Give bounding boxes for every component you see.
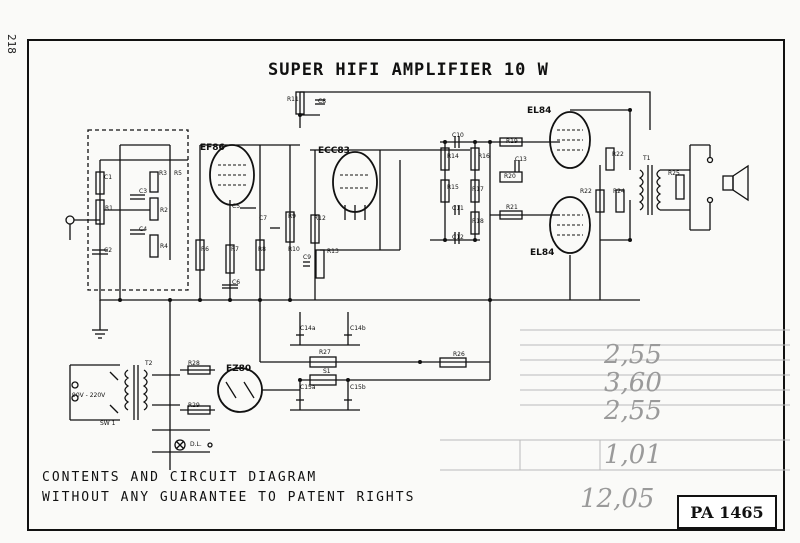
label-r17: R17 — [472, 186, 484, 193]
label-r24: R24 — [613, 188, 625, 195]
label-t2: T2 — [145, 360, 153, 367]
label-r25: R25 — [668, 170, 680, 177]
label-c11: C11 — [452, 205, 464, 212]
el84-bottom-envelope — [549, 196, 591, 254]
label-r1: R1 — [105, 205, 113, 212]
label-r16: R16 — [478, 153, 490, 160]
label-r3: R3 — [159, 170, 167, 177]
handwritten-note-1: 2,55 — [604, 340, 662, 370]
diagram-frame — [27, 39, 785, 531]
label-c13: C13 — [515, 156, 527, 163]
label-c2: C2 — [104, 247, 113, 254]
label-r22-lower: R22 — [580, 188, 592, 195]
handwritten-note-5: 12,05 — [580, 484, 655, 514]
label-c1: C1 — [104, 174, 113, 181]
label-c14a: C14a — [300, 325, 316, 332]
b-plus-rail — [300, 91, 651, 130]
label-r4: R4 — [160, 243, 168, 250]
tube-label-ecc83: ECC83 — [318, 146, 350, 156]
label-r7: R7 — [231, 246, 239, 253]
label-c9: C9 — [303, 254, 312, 261]
footer-line-1: CONTENTS AND CIRCUIT DIAGRAM — [42, 470, 318, 485]
label-t1: T1 — [643, 155, 651, 162]
label-dl: D.L. — [190, 441, 202, 448]
handwritten-note-3: 2,55 — [604, 396, 662, 426]
catalog-number-box: PA 1465 — [677, 495, 777, 529]
input-shield-box — [87, 129, 189, 291]
tube-label-ez80: EZ80 — [226, 364, 252, 374]
label-c10: C10 — [452, 132, 464, 139]
label-r15: R15 — [447, 184, 459, 191]
ground-rail — [99, 160, 640, 301]
label-c15b: C15b — [350, 384, 366, 391]
label-mains: 90V - 220V — [72, 392, 106, 399]
footer-line-2: WITHOUT ANY GUARANTEE TO PATENT RIGHTS — [42, 490, 416, 505]
label-c7: C7 — [259, 215, 268, 222]
label-r9: R9 — [288, 213, 296, 220]
label-s1: S1 — [323, 368, 331, 375]
label-r2: R2 — [160, 207, 168, 214]
ecc83-envelope — [332, 151, 378, 213]
label-r28: R28 — [188, 360, 200, 367]
label-c5: C5 — [232, 203, 241, 210]
tube-label-el84-top: EL84 — [527, 106, 552, 116]
label-r14: R14 — [447, 153, 459, 160]
label-c8: C8 — [318, 98, 327, 105]
tube-label-el84-bottom: EL84 — [530, 248, 555, 258]
label-r6: R6 — [201, 246, 209, 253]
label-c3: C3 — [139, 188, 148, 195]
ez80-envelope — [217, 367, 263, 413]
label-r13: R13 — [327, 248, 339, 255]
bleed-through-table — [440, 329, 790, 471]
tube-label-ef86: EF86 — [200, 143, 225, 153]
ef86-envelope — [209, 144, 255, 206]
handwritten-note-4: 1,01 — [604, 440, 662, 470]
label-r5: R5 — [174, 170, 182, 177]
label-r27: R27 — [319, 349, 331, 356]
label-r29: R29 — [188, 402, 200, 409]
label-c6: C6 — [232, 279, 241, 286]
label-r10: R10 — [288, 246, 300, 253]
label-c14b: C14b — [350, 325, 366, 332]
label-c4: C4 — [139, 226, 148, 233]
label-r18: R18 — [472, 218, 484, 225]
label-r8: R8 — [258, 246, 266, 253]
label-sw1: SW 1 — [100, 420, 116, 427]
label-r20: R20 — [504, 173, 516, 180]
handwritten-note-2: 3,60 — [604, 368, 662, 398]
label-r19: R19 — [506, 138, 518, 145]
label-c15a: C15a — [300, 384, 316, 391]
label-r11: R11 — [287, 96, 299, 103]
catalog-number: PA 1465 — [690, 502, 764, 522]
diagram-title: SUPER HIFI AMPLIFIER 10 W — [268, 60, 549, 80]
label-r23: R22 — [612, 151, 624, 158]
label-r12: R12 — [314, 215, 326, 222]
label-r26: R26 — [453, 351, 465, 358]
label-r21: R21 — [506, 204, 518, 211]
label-c12: C12 — [452, 234, 464, 241]
el84-top-envelope — [549, 111, 591, 169]
